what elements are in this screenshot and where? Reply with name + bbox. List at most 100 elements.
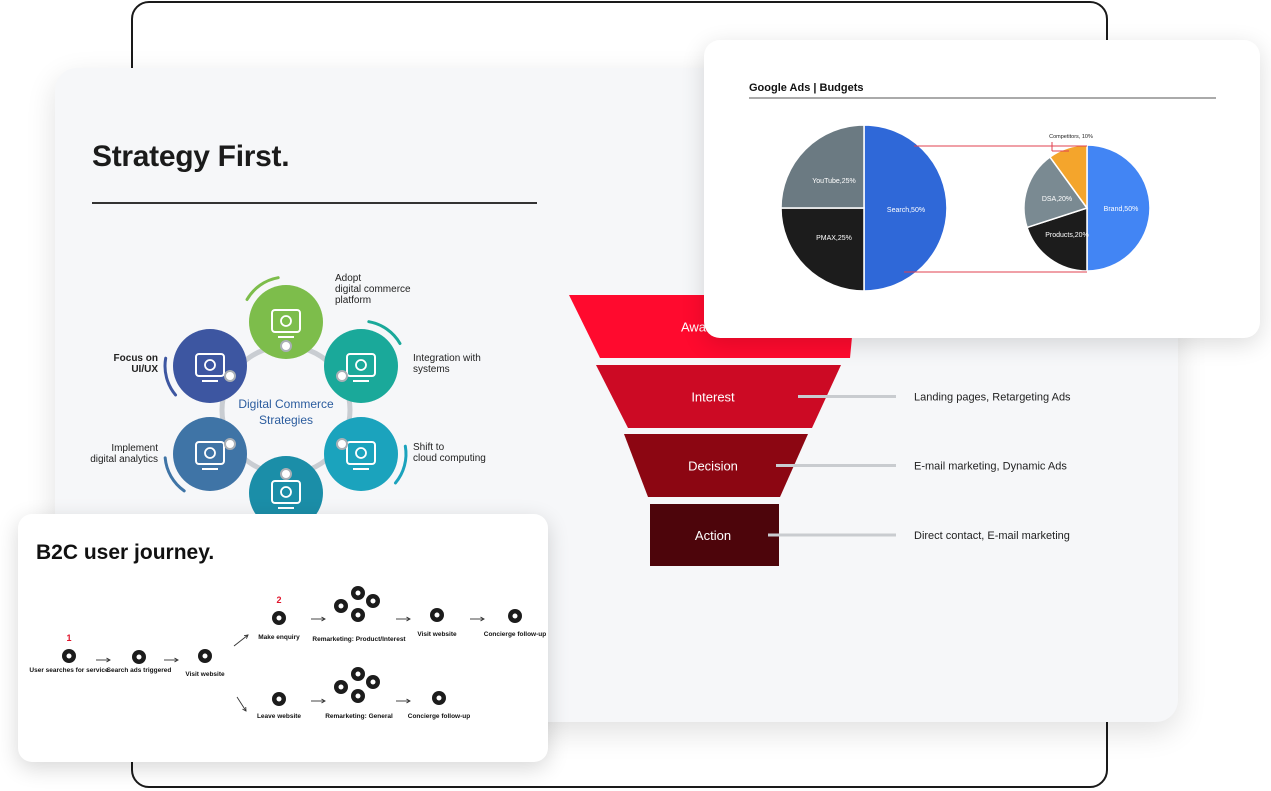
accent-arc [393, 444, 408, 485]
moon-icon [512, 613, 518, 619]
accent-arc [367, 320, 402, 345]
chart-title: Google Ads | Budgets [749, 82, 864, 94]
flow-arrow [406, 698, 411, 704]
strategy-label: cloud computing [413, 453, 486, 464]
instagram-icon [370, 598, 376, 604]
strategy-label: digital commerce [335, 284, 411, 295]
step-number: 1 [66, 633, 71, 643]
flow-arrow [242, 706, 247, 712]
journey-node-label: Make enquiry [258, 634, 300, 641]
flow-arrow [236, 696, 247, 712]
monitor-icon [355, 671, 361, 677]
globe-icon [202, 653, 208, 659]
dollar-cart-icon [271, 480, 301, 509]
funnel-stage-label: Interest [691, 390, 735, 405]
journey-node-label: Search ads triggered [107, 667, 172, 674]
b2c-title: B2C user journey. [36, 541, 215, 564]
flow-arrow [321, 616, 326, 622]
instagram-icon [370, 679, 376, 685]
globe-icon [434, 612, 440, 618]
strategy-label: UI/UX [131, 364, 158, 375]
pie-slice-label: Brand,50% [1104, 206, 1139, 213]
flow-arrow [243, 634, 249, 639]
user-icon [66, 653, 72, 659]
journey-node-label: Visit website [417, 631, 457, 638]
pie-slice [1023, 155, 1089, 229]
ring-dot [280, 340, 292, 352]
facebook-icon [355, 693, 361, 699]
funnel-stage: Interest Landing pages, Retargeting Ads [596, 365, 1071, 428]
star-icon [276, 696, 282, 702]
linkedin-icon [338, 684, 344, 690]
journey-node-label: Remarketing: General [325, 713, 393, 720]
funnel-note: E-mail marketing, Dynamic Ads [914, 461, 1067, 473]
pie-slice-label: PMAX,25% [816, 235, 852, 242]
funnel-note: Landing pages, Retargeting Ads [914, 392, 1071, 404]
center-label: Digital Commerce [238, 397, 334, 411]
strategy-label: Implement [111, 443, 158, 454]
pie-slice-label: YouTube,25% [812, 178, 855, 185]
strategy-label: systems [413, 364, 450, 375]
shopping-cart-icon [271, 309, 301, 333]
integration-icon [355, 359, 367, 371]
pie-slice [780, 207, 865, 292]
funnel-stage-label: Decision [688, 459, 738, 474]
funnel-segment [650, 504, 779, 566]
cloud-icon [346, 441, 376, 470]
integration-icon [346, 353, 376, 377]
accent-arc [163, 356, 178, 397]
pie-slice [1048, 144, 1088, 211]
monitor-icon [355, 590, 361, 596]
strategy-item [324, 320, 402, 403]
strategy-node [324, 417, 398, 491]
accent-arc [163, 456, 186, 493]
shopping-cart-icon [280, 315, 292, 327]
page-title: Strategy First. [92, 140, 290, 173]
analytics-icon [195, 441, 225, 465]
strategy-item [245, 276, 323, 359]
analytics-icon [195, 441, 225, 470]
user-icon [62, 649, 76, 663]
accent-arc [245, 276, 280, 301]
strategy-label: Shift to [413, 442, 445, 453]
pie-slice [1026, 206, 1088, 272]
journey-node-label: User searches for service [29, 667, 109, 674]
globe-icon [430, 608, 444, 622]
pie-slice [1086, 144, 1151, 272]
flow-arrow [321, 698, 326, 704]
analytics-icon [204, 447, 216, 459]
step-number: 2 [276, 595, 281, 605]
funnel-segment [596, 365, 841, 428]
moon-icon [436, 695, 442, 701]
funnel-segment [624, 434, 808, 497]
cloud-icon [346, 441, 376, 465]
journey-node-label: Visit website [185, 671, 225, 678]
dollar-icon [276, 615, 282, 621]
pie-slice-label: Products,20% [1045, 232, 1089, 239]
ring-dot [280, 468, 292, 480]
monitor-icon [136, 654, 142, 660]
strategy-label: Integration with [413, 353, 481, 364]
pie-slice-label: Search,50% [887, 207, 925, 214]
strategy-label: Adopt [335, 273, 361, 284]
strategy-label: digital analytics [90, 454, 158, 465]
journey-node-label: Concierge follow-up [408, 713, 471, 720]
flow-arrow [106, 657, 111, 663]
monitor-icon [132, 650, 146, 664]
ui-flow-icon [195, 353, 225, 382]
ring-dot [224, 438, 236, 450]
cloud-icon [355, 447, 367, 459]
strategy-item [163, 417, 247, 493]
ui-flow-icon [195, 353, 225, 377]
shopping-cart-icon [271, 309, 301, 338]
moon-icon [432, 691, 446, 705]
social-icons [334, 586, 380, 622]
strategy-label: platform [335, 295, 371, 306]
moon-icon [508, 609, 522, 623]
flow-arrow [406, 616, 411, 622]
center-label: Strategies [259, 413, 313, 427]
